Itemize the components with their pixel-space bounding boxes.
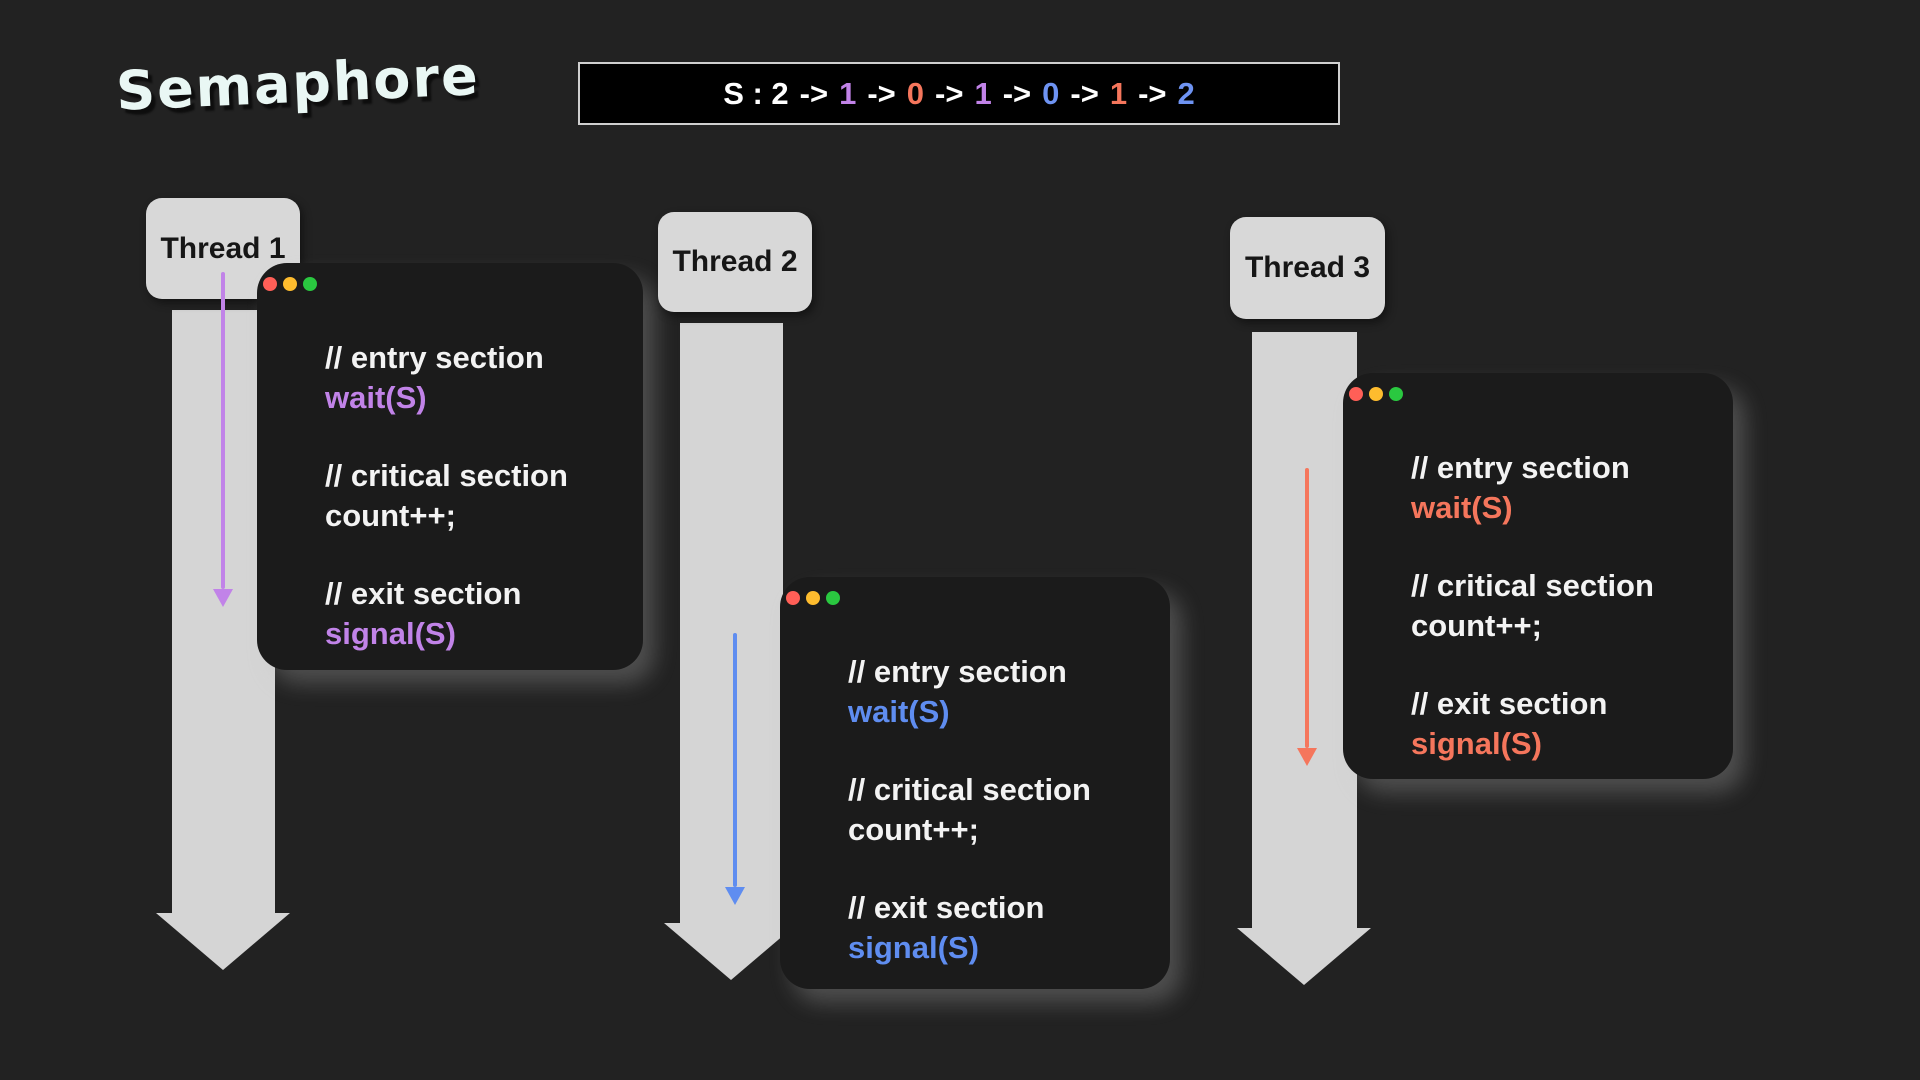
thread-2-label: Thread 2 — [658, 212, 812, 312]
wait-call: wait(S) — [1411, 490, 1513, 525]
arrow-glyph: -> — [867, 75, 896, 111]
zoom-button-dot — [826, 591, 840, 605]
thread-3-flow-arrowhead — [1297, 748, 1317, 766]
arrow-glyph: -> — [1002, 75, 1032, 111]
thread-3-code-window: // entry section wait(S) // critical sec… — [1343, 373, 1733, 779]
arrow-glyph: -> — [799, 75, 829, 111]
wait-call: wait(S) — [848, 694, 950, 729]
count-increment: count++; — [325, 498, 456, 533]
thread-2-code-window: // entry section wait(S) // critical sec… — [780, 577, 1170, 989]
signal-call: signal(S) — [1411, 726, 1542, 761]
diagram-title: Semaphore — [114, 44, 481, 123]
count-increment: count++; — [1411, 608, 1542, 643]
minimize-button-dot — [1369, 387, 1383, 401]
thread-3-code: // entry section wait(S) // critical sec… — [1411, 448, 1654, 802]
thread-2-code: // entry section wait(S) // critical sec… — [848, 652, 1091, 1006]
wait-call: wait(S) — [325, 380, 427, 415]
thread-2-timeline-arrow-body — [680, 323, 783, 923]
thread-3-flow-arrow-line — [1305, 468, 1309, 748]
exit-comment: // exit section — [325, 576, 522, 611]
zoom-button-dot — [1389, 387, 1403, 401]
window-controls — [263, 277, 317, 291]
thread-1-code: // entry section wait(S) // critical sec… — [325, 338, 568, 692]
semaphore-value: 2 — [1177, 75, 1195, 111]
semaphore-value: 1 — [839, 75, 857, 111]
window-controls — [1349, 387, 1403, 401]
thread-1-flow-arrowhead — [213, 589, 233, 607]
arrow-glyph: -> — [1070, 75, 1099, 111]
close-button-dot — [786, 591, 800, 605]
minimize-button-dot — [806, 591, 820, 605]
semaphore-value: 0 — [906, 75, 925, 111]
thread-1-flow-arrow-line — [221, 272, 225, 589]
thread-2-timeline-arrowhead — [664, 923, 798, 980]
thread-1-code-window: // entry section wait(S) // critical sec… — [257, 263, 643, 670]
thread-3-timeline-arrowhead — [1237, 928, 1371, 985]
thread-3-timeline-arrow-body — [1252, 332, 1357, 928]
thread-3-label-text: Thread 3 — [1244, 251, 1371, 284]
semaphore-value: 1 — [1109, 75, 1128, 111]
thread-3-label: Thread 3 — [1230, 217, 1385, 319]
exit-comment: // exit section — [848, 890, 1045, 925]
thread-2-flow-arrowhead — [725, 887, 745, 905]
close-button-dot — [1349, 387, 1363, 401]
signal-call: signal(S) — [848, 930, 979, 965]
count-increment: count++; — [848, 812, 979, 847]
semaphore-value: 0 — [1042, 75, 1060, 111]
thread-2-flow-arrow-line — [733, 633, 737, 887]
zoom-button-dot — [303, 277, 317, 291]
thread-1-label-text: Thread 1 — [160, 231, 286, 265]
entry-comment: // entry section — [1411, 450, 1630, 485]
semaphore-value: 1 — [974, 75, 992, 111]
semaphore-value-box: S : 2 -> 1 -> 0 -> 1 -> 0 -> 1 -> 2 — [578, 62, 1340, 125]
entry-comment: // entry section — [848, 654, 1067, 689]
critical-comment: // critical section — [1411, 568, 1654, 603]
arrow-glyph: -> — [1138, 75, 1167, 111]
exit-comment: // exit section — [1411, 686, 1608, 721]
arrow-glyph: -> — [935, 75, 964, 111]
entry-comment: // entry section — [325, 340, 544, 375]
thread-1-timeline-arrowhead — [156, 913, 290, 970]
thread-2-label-text: Thread 2 — [672, 245, 798, 278]
signal-call: signal(S) — [325, 616, 456, 651]
critical-comment: // critical section — [325, 458, 568, 493]
close-button-dot — [263, 277, 277, 291]
semaphore-value: S : 2 — [723, 75, 789, 111]
window-controls — [786, 591, 840, 605]
critical-comment: // critical section — [848, 772, 1091, 807]
minimize-button-dot — [283, 277, 297, 291]
